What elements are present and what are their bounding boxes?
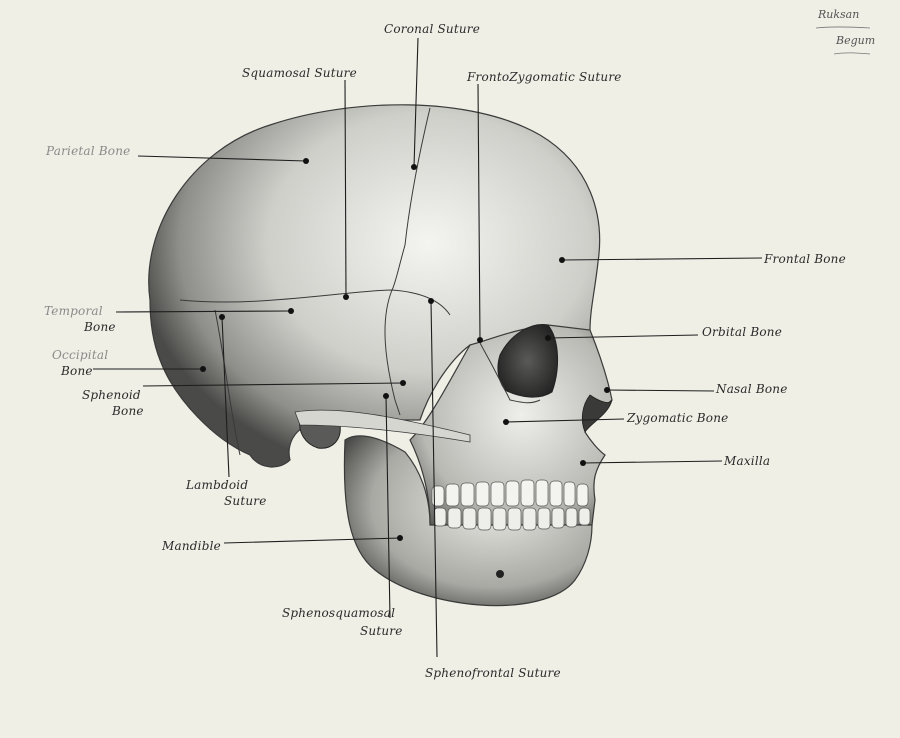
label-lambdoid-suture-line1: Lambdoid [186, 478, 249, 492]
signature-line2: Begum [836, 34, 876, 47]
label-frontal-bone: Frontal Bone [764, 252, 846, 266]
label-sphenosquamosal-suture-line1: Sphenosquamosal [282, 606, 396, 620]
suture-lines [179, 107, 541, 456]
label-lambdoid-suture-line2: Suture [224, 494, 267, 508]
mental-foramen-dot [496, 570, 504, 578]
label-squamosal-suture: Squamosal Suture [242, 66, 357, 80]
label-frontozygomatic-suture: FrontoZygomatic Suture [467, 70, 622, 84]
label-mandible: Mandible [162, 539, 221, 553]
lower-teeth [433, 507, 591, 531]
signature-line1: Ruksan [818, 8, 860, 21]
label-occipital-bone-line2: Bone [61, 364, 93, 378]
zygomatic-arch-shape [294, 409, 471, 443]
label-temporal-bone-line1: Temporal [44, 304, 103, 318]
label-zygomatic-bone: Zygomatic Bone [627, 411, 729, 425]
nasal-cavity-shape [581, 394, 613, 433]
label-sphenofrontal-suture: Sphenofrontal Suture [425, 666, 561, 680]
label-coronal-suture: Coronal Suture [384, 22, 481, 36]
upper-teeth [431, 479, 589, 507]
label-parietal-bone: Parietal Bone [46, 144, 131, 158]
label-sphenoid-bone-line2: Bone [112, 404, 144, 418]
label-points [200, 158, 610, 541]
label-temporal-bone-line2: Bone [84, 320, 116, 334]
label-sphenoid-bone-line1: Sphenoid [82, 388, 141, 402]
face-shape [409, 324, 613, 526]
label-orbital-bone: Orbital Bone [702, 325, 782, 339]
leader-lines [93, 37, 763, 658]
mandible-shape [343, 435, 593, 607]
label-occipital-bone-line1: Occipital [52, 348, 109, 362]
label-nasal-bone: Nasal Bone [716, 382, 788, 396]
label-maxilla: Maxilla [724, 454, 771, 468]
signature-underline-icon [815, 26, 871, 55]
label-sphenosquamosal-suture-line2: Suture [360, 624, 403, 638]
